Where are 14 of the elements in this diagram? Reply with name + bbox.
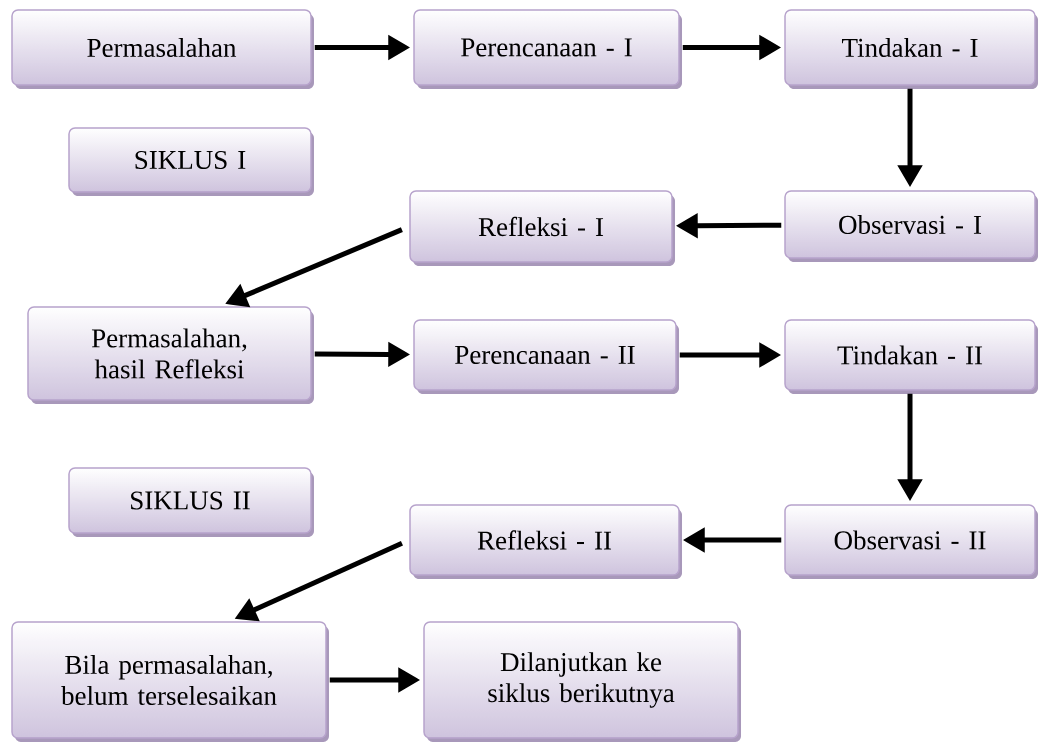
process-box: Perencanaan - I	[413, 9, 682, 89]
process-box: Refleksi - II	[409, 504, 682, 579]
process-box: Bila permasalahan, belum terselesaikan	[11, 621, 329, 742]
process-box: Observasi - II	[784, 504, 1038, 579]
process-box: Refleksi - I	[409, 190, 675, 266]
process-box: Permasalahan, hasil Refleksi	[27, 306, 314, 404]
process-box: SIKLUS I	[68, 127, 314, 196]
process-box: Tindakan - II	[784, 319, 1038, 394]
process-box: Permasalahan	[11, 9, 314, 89]
process-box: Dilanjutkan ke siklus berikutnya	[423, 621, 741, 742]
process-box: SIKLUS II	[68, 467, 314, 537]
process-box: Observasi - I	[784, 190, 1038, 262]
process-box: Tindakan - I	[784, 9, 1038, 89]
process-box: Perencanaan - II	[413, 319, 679, 394]
